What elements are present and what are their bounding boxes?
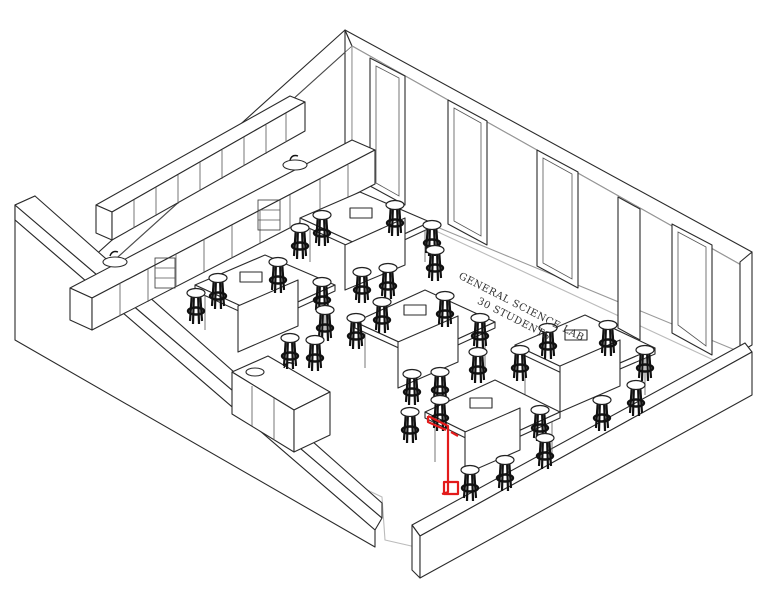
window-2 (447, 99, 488, 246)
stool (495, 454, 515, 492)
storage-bins-right (257, 199, 281, 231)
back-sink-left (102, 250, 128, 268)
stool (402, 368, 422, 406)
stool (592, 394, 612, 432)
window-1 (369, 57, 406, 206)
front-right-low-wall (411, 342, 753, 579)
wall-pilaster (617, 196, 641, 341)
stool (352, 266, 372, 304)
stool (538, 322, 558, 360)
stool (378, 262, 398, 300)
back-sink-right (282, 154, 308, 171)
stool (510, 344, 530, 382)
stool (435, 290, 455, 328)
window-3 (536, 149, 579, 289)
stool (626, 379, 646, 417)
stool (208, 272, 228, 310)
stool (425, 244, 445, 282)
stool (400, 406, 420, 444)
stool (385, 199, 405, 237)
stool (305, 334, 325, 372)
stool (280, 332, 300, 370)
instructor-demo-counter (231, 355, 331, 453)
lab-stools (186, 199, 655, 502)
stool (372, 296, 392, 334)
stool (312, 209, 332, 247)
stool (186, 287, 206, 325)
stool (598, 319, 618, 357)
stool (430, 366, 450, 404)
stool (635, 344, 655, 382)
storage-bins-left (154, 257, 176, 289)
stool (460, 464, 480, 502)
stool (468, 346, 488, 384)
upper-wall-cabinets (95, 95, 306, 241)
stool (535, 432, 555, 470)
back-right-wall (344, 29, 753, 356)
stool (290, 222, 310, 260)
window-4 (671, 223, 713, 356)
stool (470, 312, 490, 350)
stool (346, 312, 366, 350)
highlighted-safety-fixture (426, 415, 460, 496)
stool (315, 304, 335, 342)
back-counter-run (69, 139, 376, 331)
stool (268, 256, 288, 294)
